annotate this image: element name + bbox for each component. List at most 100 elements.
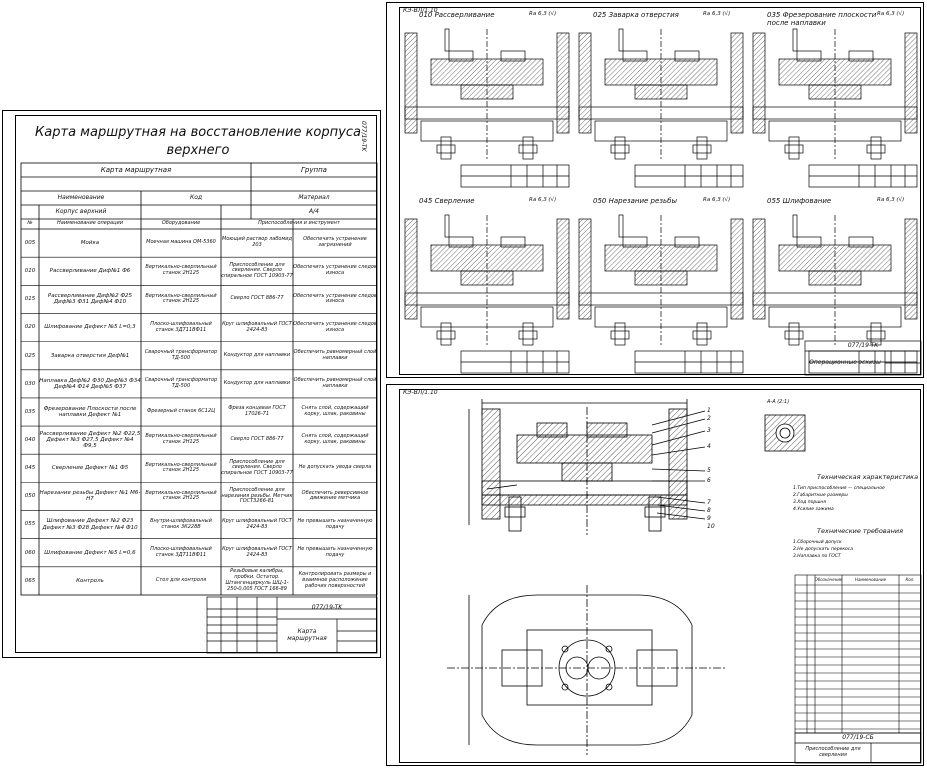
tech-characteristic-line: 3.Ход поршня	[793, 500, 826, 505]
route-table-grid	[20, 162, 378, 596]
drawing-stroke	[404, 32, 418, 134]
section-aa-detail	[764, 414, 806, 452]
operation-panel-drawing	[578, 214, 744, 374]
route-op-tools: Круг шлифовальный ГОСТ 2424-83	[222, 517, 292, 530]
route-col-equipment: Оборудование	[161, 220, 201, 227]
callout-number: 9	[707, 515, 711, 522]
route-title-block-grid	[206, 596, 378, 654]
fixture-section-view	[468, 399, 706, 535]
route-op-equipment: Сварочный трансформатор ТД-500	[144, 348, 218, 361]
route-op-requirement: Обеспечить устранение следов износа	[293, 264, 377, 277]
operation-panel: 045 Сверление Ra 6,3 (√)	[401, 197, 573, 375]
drawing-stroke	[618, 214, 624, 238]
route-op-name: Сверление Дефект №1 Ф5	[51, 465, 129, 472]
route-op-tools: Кондуктор для наплавки	[223, 379, 291, 386]
route-op-number: 020	[24, 324, 36, 331]
route-op-number: 040	[24, 436, 36, 443]
route-card-sheet: 077/19-TK Карта маршрутная на восстановл…	[2, 110, 381, 658]
route-op-tools: Фреза концевая ГОСТ 17026-71	[228, 405, 286, 417]
callout-number: 7	[707, 499, 711, 506]
drawing-stroke	[444, 214, 450, 238]
route-op-number: 005	[24, 239, 36, 246]
operation-panel-roughness: Ra 6,3 (√)	[529, 11, 557, 17]
drawing-stroke	[696, 322, 708, 346]
route-op-equipment: Сварочный трансформатор ТД-500	[144, 377, 218, 389]
route-op-tools: Приспособление для сверления. Сверло спи…	[221, 458, 293, 477]
operation-panel-roughness: Ra 6,3 (√)	[877, 197, 905, 203]
drawing-stroke	[792, 214, 798, 238]
route-op-tools: Кондуктор для наплавки	[223, 351, 291, 358]
route-op-number: 035	[24, 408, 36, 415]
route-op-name: Фрезерование Плоскости после наплавки Де…	[43, 405, 137, 418]
drawing-stroke	[578, 32, 592, 134]
fixture-plan-view	[447, 585, 727, 755]
operation-panel-title: 045 Сверление	[419, 197, 475, 205]
drawing-stroke	[788, 322, 800, 346]
operation-panel-roughness: Ra 6,3 (√)	[529, 197, 557, 203]
route-op-tools: Моющий раствор лабомид 203	[222, 236, 292, 249]
route-op-equipment: Плоско-шлифовальный станок 3Д711ВФ11	[150, 546, 212, 558]
drawing-stroke	[796, 236, 822, 248]
route-col-operation: Наименование операции	[57, 220, 123, 227]
drawing-stroke	[518, 330, 538, 340]
tech-characteristic-line: 4.Усилие зажима	[793, 507, 834, 512]
drawing-stroke	[518, 144, 538, 154]
drawing-stroke	[788, 136, 800, 160]
drawing-stroke	[578, 218, 592, 320]
route-op-requirement: Не допускать увода сверла	[298, 464, 372, 471]
drawing-stroke	[522, 322, 534, 346]
route-op-name: Шлифование Дефект №2 Ф23 Дефект №3 Ф28 Д…	[42, 518, 138, 531]
drawing-stroke	[904, 32, 918, 134]
operation-panel-title: 035 Фрезерование плоскости после наплавк…	[767, 11, 877, 27]
route-title-block-name: Карта маршрутная	[287, 628, 327, 642]
callout-number: 4	[707, 443, 711, 450]
callout-number: 3	[707, 427, 711, 434]
route-op-requirement: Обеспечить равномерный слой наплавки	[293, 348, 377, 361]
route-op-requirement: Снять слой, содержащий корку, шлак, рако…	[301, 405, 369, 417]
route-title-block: 077/19-TK Карта маршрутная	[206, 596, 378, 654]
drawing-stroke	[848, 236, 874, 248]
operation-panel-drawing	[752, 28, 918, 188]
tech-requirement-line: 1.Сборочный допуск	[793, 540, 842, 545]
operations-title-code: 077/19-TK	[847, 341, 879, 349]
route-op-number: 055	[24, 521, 36, 528]
route-op-number: 045	[24, 465, 36, 472]
route-material: А/4	[309, 207, 319, 215]
route-op-requirement: Обеспечить реверсивное движение метчика	[301, 489, 369, 502]
drawing-stroke	[448, 236, 474, 248]
route-op-number: 030	[24, 380, 36, 387]
drawing-stroke	[866, 144, 886, 154]
drawing-stroke	[730, 32, 744, 134]
operation-panel-drawing	[404, 28, 570, 188]
drawing-stroke	[448, 50, 474, 62]
drawing-stroke	[440, 322, 452, 346]
assembly-frame	[399, 389, 921, 763]
route-op-number: 010	[24, 268, 36, 275]
route-card-title-line1: Карта маршрутная на восстановление корпу…	[35, 125, 361, 140]
drawing-stroke	[692, 330, 712, 340]
route-op-equipment: Вертикально-сверлильный станок 2Н125	[145, 489, 217, 502]
drawing-stroke	[870, 136, 882, 160]
route-op-number: 050	[24, 493, 36, 500]
route-op-requirement: Снять слой, содержащий корку, шлак, рако…	[301, 433, 369, 446]
operation-panel-title: 025 Заварка отверстия	[593, 11, 679, 19]
route-op-requirement: Обеспечить равномерный слой наплавки	[293, 377, 377, 389]
route-op-tools: Круг шлифовальный ГОСТ 2424-83	[222, 546, 292, 558]
route-op-requirement: Не превышать назначенную подачу	[297, 517, 373, 530]
operation-panel-roughness: Ra 6,3 (√)	[703, 197, 731, 203]
drawing-stroke	[866, 330, 886, 340]
operations-title-name: Операционные эскизы	[809, 358, 881, 366]
drawing-stroke	[730, 218, 744, 320]
operation-panel-drawing	[404, 214, 570, 374]
route-op-name: Шлифование Дефект №5 L=0,3	[44, 324, 136, 331]
drawing-stroke	[614, 136, 626, 160]
drawing-stroke	[752, 218, 766, 320]
operations-frame	[399, 7, 921, 375]
drawing-stroke	[444, 28, 450, 52]
route-op-equipment: Плоско-шлифовальный станок 3Д711ВФ11	[150, 320, 212, 333]
tech-requirement-line: 3.Наплавка по ГОСТ	[793, 554, 841, 559]
